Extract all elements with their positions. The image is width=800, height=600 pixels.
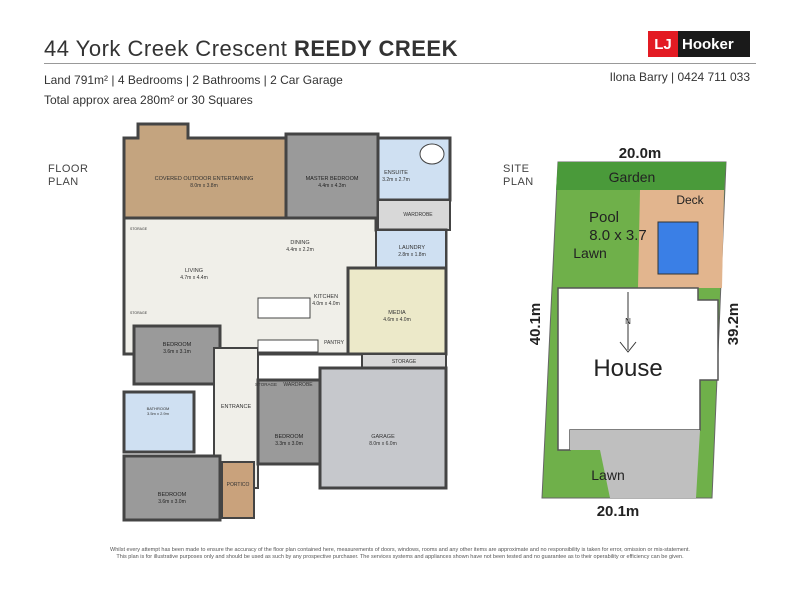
- left-dimension: 40.1m: [527, 303, 544, 346]
- kitchen-bench: [257, 297, 311, 319]
- header-divider: [44, 63, 756, 64]
- storage-left2-label: STORAGE: [130, 311, 148, 315]
- site-plan-drawing: 20.0m Garden Deck Pool 8.0 x 3.7 Lawn N …: [527, 145, 742, 520]
- storage-left1-label: STORAGE: [130, 227, 148, 231]
- media-label: MEDIA: [388, 310, 406, 316]
- entrance-label: ENTRANCE: [221, 404, 252, 410]
- bathroom-area: [122, 390, 196, 454]
- right-dimension: 39.2m: [725, 303, 742, 346]
- bottom-dimension: 20.1m: [597, 503, 640, 520]
- bedroom-b-size: 3.3m x 3.0m: [275, 441, 303, 447]
- bathroom-label: BATHROOM: [147, 406, 170, 411]
- logo-hooker-text: Hooker: [682, 35, 734, 53]
- living-size: 4.7m x 4.4m: [180, 275, 208, 281]
- floor-plan-drawing: COVERED OUTDOOR ENTERTAINING 8.0m x 3.8m…: [122, 122, 452, 522]
- wardrobe1-label: WARDROBE: [403, 212, 433, 218]
- storage-small-label: STORAGE: [255, 382, 277, 387]
- details-line-1: Land 791m² | 4 Bedrooms | 2 Bathrooms | …: [44, 73, 343, 87]
- ensuite-size: 3.2m x 2.7m: [382, 177, 410, 183]
- garage-area: [318, 366, 448, 490]
- agent-contact: Ilona Barry | 0424 711 033: [609, 70, 750, 84]
- floor-plan-label: FLOOR PLAN: [48, 163, 88, 189]
- dining-label: DINING: [290, 240, 309, 246]
- laundry-size: 2.8m x 1.8m: [398, 252, 426, 258]
- storage-main-label: STORAGE: [392, 359, 417, 365]
- details-line-2: Total approx area 280m² or 30 Squares: [44, 93, 253, 107]
- kitchen-counter: [257, 339, 319, 353]
- bedroom-b-area: [256, 378, 322, 466]
- bathroom-size: 3.5m x 2.9m: [147, 411, 170, 416]
- living-label: LIVING: [185, 268, 203, 274]
- dining-size: 4.4m x 2.2m: [286, 247, 314, 253]
- site-label-line-2: PLAN: [503, 176, 534, 188]
- north-arrow-head: [619, 341, 637, 353]
- property-details: Land 791m² | 4 Bedrooms | 2 Bathrooms | …: [44, 70, 343, 110]
- house-label: House: [593, 355, 662, 382]
- deck-label: Deck: [676, 193, 704, 207]
- ensuite-label: ENSUITE: [384, 170, 408, 176]
- bedroom-c-size: 3.6m x 3.0m: [158, 499, 186, 505]
- bedroom-c-area: [122, 454, 222, 522]
- driveway: [570, 430, 700, 498]
- pool-label: Pool: [589, 209, 619, 226]
- outdoor-label: COVERED OUTDOOR ENTERTAINING: [155, 176, 254, 182]
- site-plan-label: SITE PLAN: [503, 163, 534, 189]
- disclaimer-line-2: This plan is for illustrative purposes o…: [116, 554, 684, 560]
- pool-size: 8.0 x 3.7: [589, 227, 647, 244]
- media-area: [346, 266, 448, 356]
- master-bedroom-area: [284, 132, 380, 232]
- pantry-label: PANTRY: [324, 340, 344, 346]
- lawn-bottom-label: Lawn: [591, 467, 624, 483]
- lj-hooker-logo: LJ Hooker: [648, 31, 750, 57]
- property-title: 44 York Creek Crescent REEDY CREEK: [44, 36, 458, 62]
- garden-label: Garden: [609, 169, 656, 185]
- outdoor-entertaining-area: [122, 122, 288, 220]
- top-dimension: 20.0m: [619, 145, 662, 162]
- media-size: 4.6m x 4.0m: [383, 317, 411, 323]
- kitchen-size: 4.0m x 4.0m: [312, 301, 340, 307]
- north-label: N: [625, 317, 631, 326]
- bedroom-c-label: BEDROOM: [158, 492, 187, 498]
- master-label: MASTER BEDROOM: [306, 176, 359, 182]
- site-label-line-1: SITE: [503, 163, 530, 175]
- kitchen-label: KITCHEN: [314, 294, 338, 300]
- master-size: 4.4m x 4.3m: [318, 183, 346, 189]
- laundry-area: [375, 229, 447, 269]
- garden-strip: [556, 162, 726, 190]
- garage-size: 8.0m x 6.0m: [369, 441, 397, 447]
- lawn-top-label: Lawn: [573, 245, 606, 261]
- portico-area: [221, 461, 255, 519]
- address-text: 44 York Creek Crescent: [44, 36, 288, 61]
- suburb-text: REEDY CREEK: [293, 36, 458, 61]
- house-footprint: [557, 287, 719, 451]
- floor-label-line-2: PLAN: [48, 176, 79, 188]
- logo-lj-mark: LJ: [648, 31, 678, 57]
- bedroom-b-label: BEDROOM: [275, 434, 304, 440]
- spa-bath: [419, 143, 445, 165]
- bedroom-a-label: BEDROOM: [163, 342, 192, 348]
- bedroom-a-size: 3.6m x 3.1m: [163, 349, 191, 355]
- garage-label: GARAGE: [371, 434, 395, 440]
- pool-area: [657, 221, 699, 275]
- bedroom-a-area: [132, 324, 222, 386]
- disclaimer-line-1: Whilst every attempt has been made to en…: [110, 547, 690, 553]
- laundry-label: LAUNDRY: [399, 245, 426, 251]
- portico-label: PORTICO: [227, 482, 250, 488]
- disclaimer: Whilst every attempt has been made to en…: [60, 547, 740, 561]
- wardrobe2-label: WARDROBE: [283, 382, 313, 388]
- outdoor-size: 8.0m x 3.8m: [190, 183, 218, 189]
- floor-label-line-1: FLOOR: [48, 163, 89, 175]
